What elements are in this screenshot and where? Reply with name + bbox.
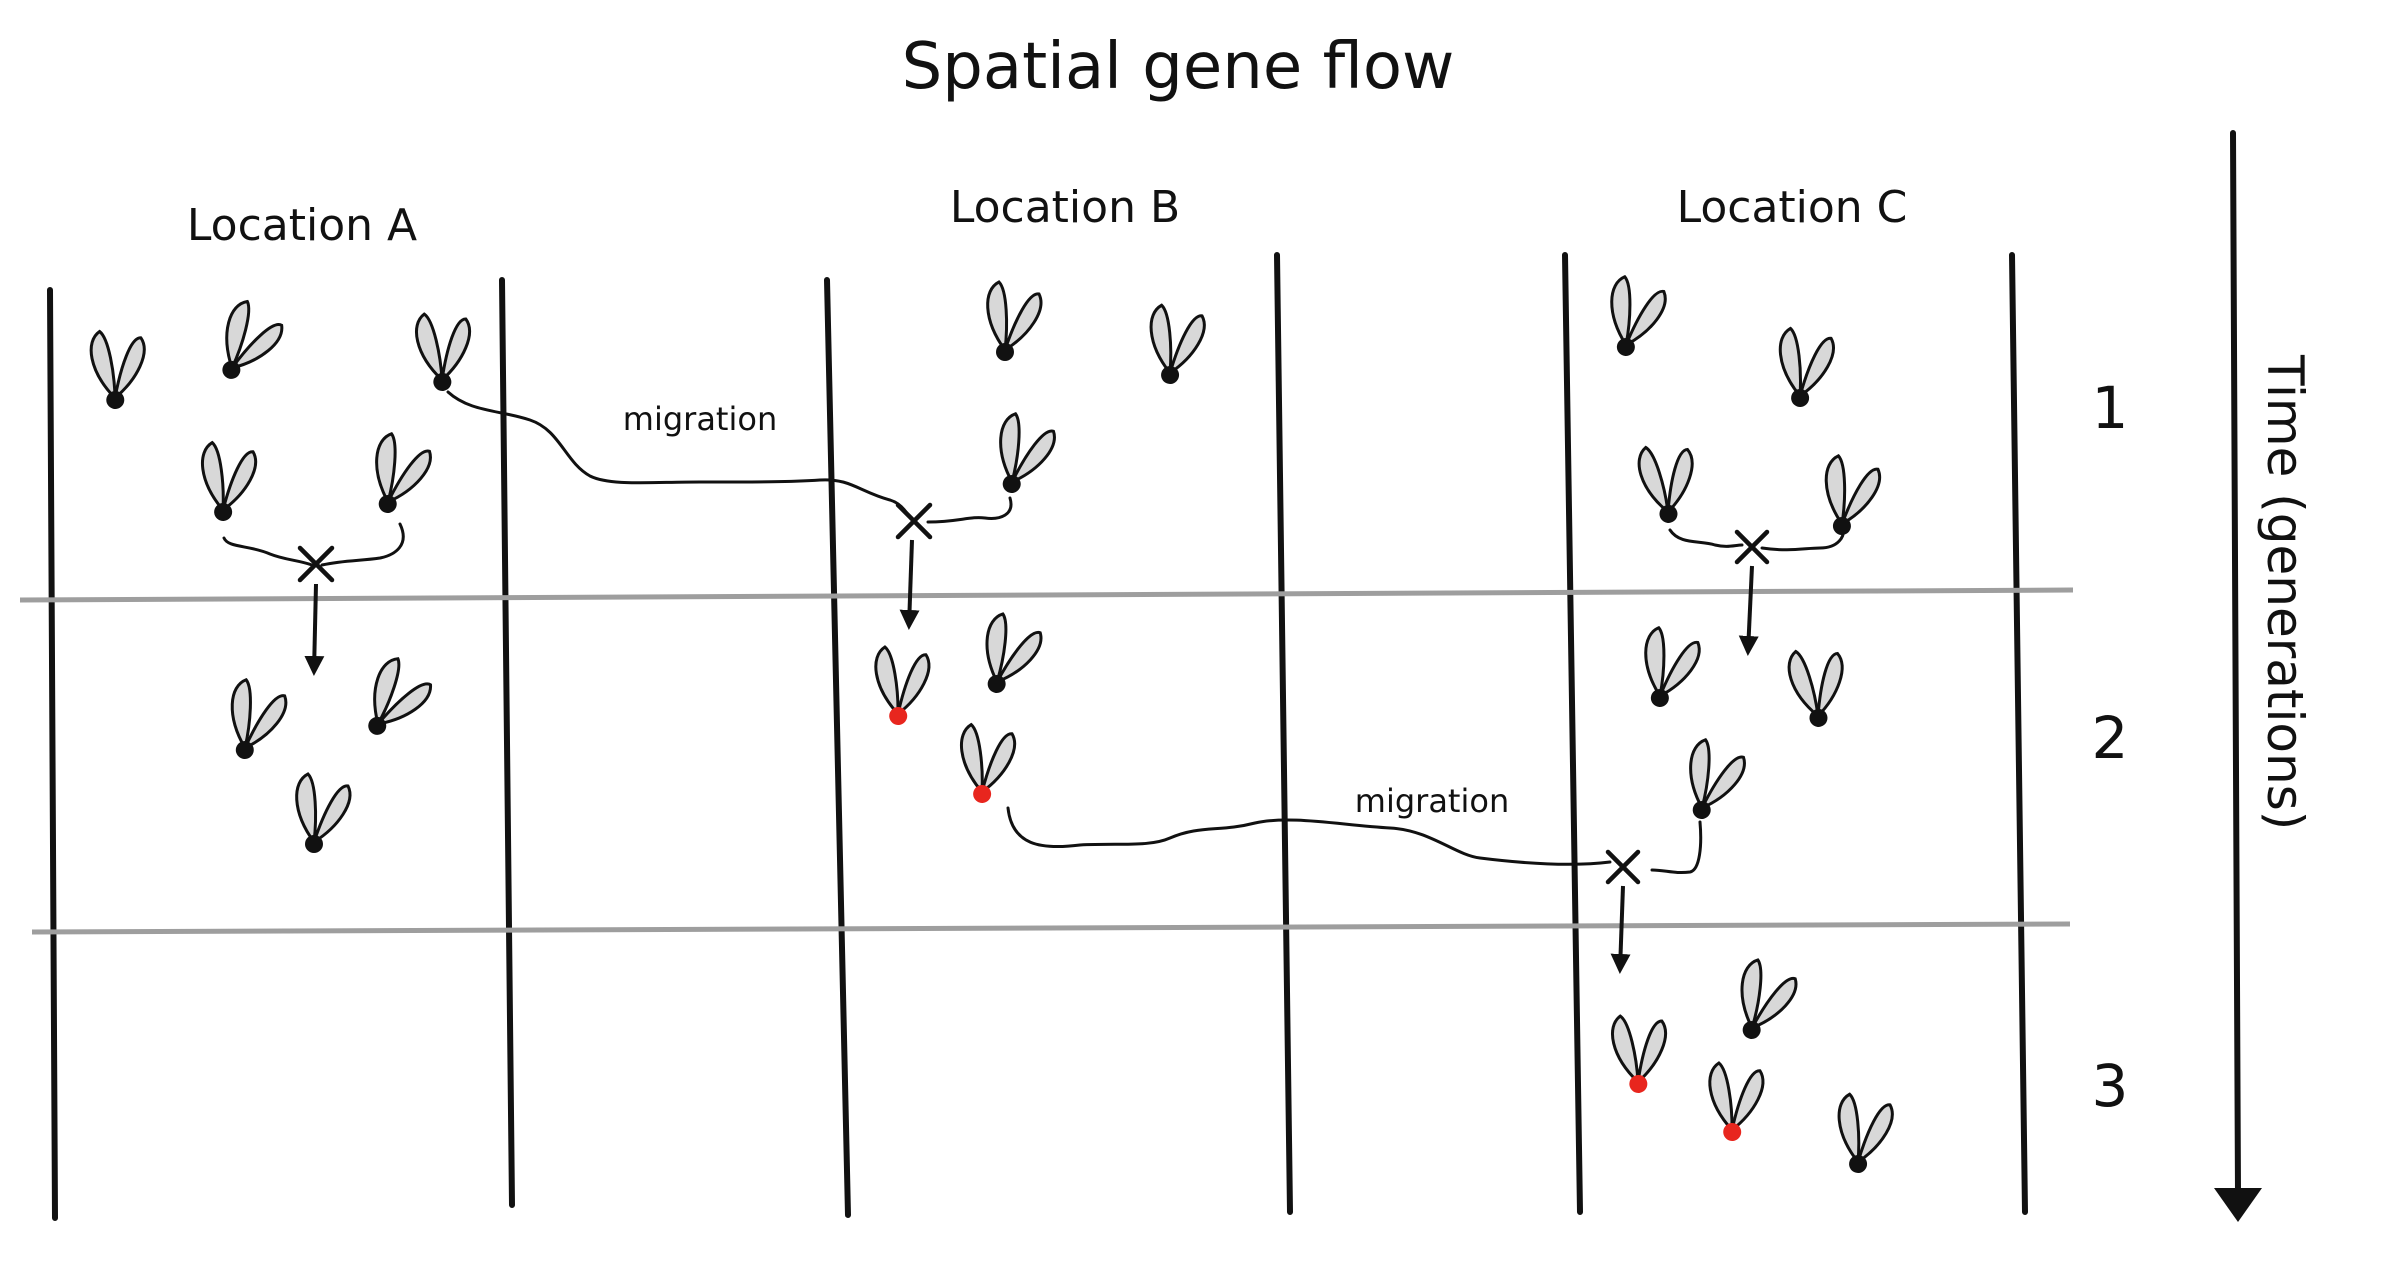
- mating-line: [926, 496, 1013, 524]
- mating-line: [1760, 520, 1845, 552]
- generation-label-3: 3: [2092, 1052, 2129, 1120]
- offspring-arrow: [899, 539, 920, 630]
- location-b-label: Location B: [950, 182, 1180, 233]
- fly-icon: [1708, 1061, 1765, 1141]
- mating-cross: [1734, 529, 1770, 565]
- fly-icon: [1740, 958, 1798, 1039]
- fly-icon: [1778, 326, 1835, 407]
- mating-cross: [895, 502, 933, 540]
- fly-icon: [999, 412, 1056, 493]
- generation-label-2: 2: [2092, 704, 2129, 772]
- mating-line: [1650, 820, 1703, 875]
- time-axis-arrowhead: [2214, 1188, 2262, 1222]
- fly-icon: [959, 722, 1017, 803]
- location-c-label: Location C: [1677, 182, 1908, 233]
- fly-icon: [415, 312, 471, 391]
- fly-icon: [1611, 1014, 1667, 1093]
- generation-divider-2-3: [31, 921, 2071, 935]
- time-axis-label: Time (generations): [2256, 354, 2314, 830]
- fly-icon: [230, 677, 288, 759]
- fly-icon: [985, 612, 1043, 693]
- migration-label: migration: [1355, 782, 1509, 820]
- location-c-left-boundary: [1562, 252, 1583, 1215]
- fly-icon: [200, 440, 258, 521]
- fly-icon: [986, 280, 1043, 361]
- fly-icon: [1637, 445, 1694, 523]
- fly-icon: [1610, 274, 1667, 356]
- location-a-left-boundary: [47, 287, 58, 1221]
- migration-label: migration: [623, 400, 777, 438]
- fly-icon: [1787, 649, 1844, 727]
- location-b-right-boundary: [1274, 252, 1293, 1215]
- fly-icon: [295, 772, 352, 853]
- fly-icon: [1689, 738, 1746, 819]
- offspring-arrow: [1610, 885, 1631, 974]
- fly-icon: [89, 329, 146, 409]
- offspring-arrow: [1738, 565, 1759, 656]
- fly-icon: [1837, 1092, 1894, 1173]
- fly-icon: [222, 299, 284, 379]
- offspring-arrow: [304, 583, 325, 676]
- fly-icon: [375, 432, 432, 513]
- mating-line: [320, 522, 405, 567]
- mating-line: [222, 536, 314, 567]
- fly-icon: [1644, 625, 1701, 707]
- location-a-right-boundary: [499, 277, 515, 1208]
- mating-line: [1668, 528, 1744, 548]
- fly-icon: [1149, 303, 1206, 384]
- location-c-right-boundary: [2009, 252, 2028, 1215]
- diagram-title: Spatial gene flow: [902, 30, 1455, 104]
- mating-cross: [1605, 849, 1641, 885]
- location-a-label: Location A: [187, 200, 417, 251]
- location-b-left-boundary: [824, 277, 851, 1218]
- fly-icon: [1824, 454, 1881, 535]
- time-axis-arrow: [2230, 130, 2241, 1198]
- fly-icon: [874, 645, 931, 725]
- generation-label-1: 1: [2092, 374, 2129, 442]
- fly-icon: [368, 657, 433, 735]
- migration-path: [1006, 806, 1612, 866]
- generation-divider-1-2: [19, 587, 2074, 603]
- mating-cross: [297, 545, 335, 583]
- migration-path: [446, 390, 910, 517]
